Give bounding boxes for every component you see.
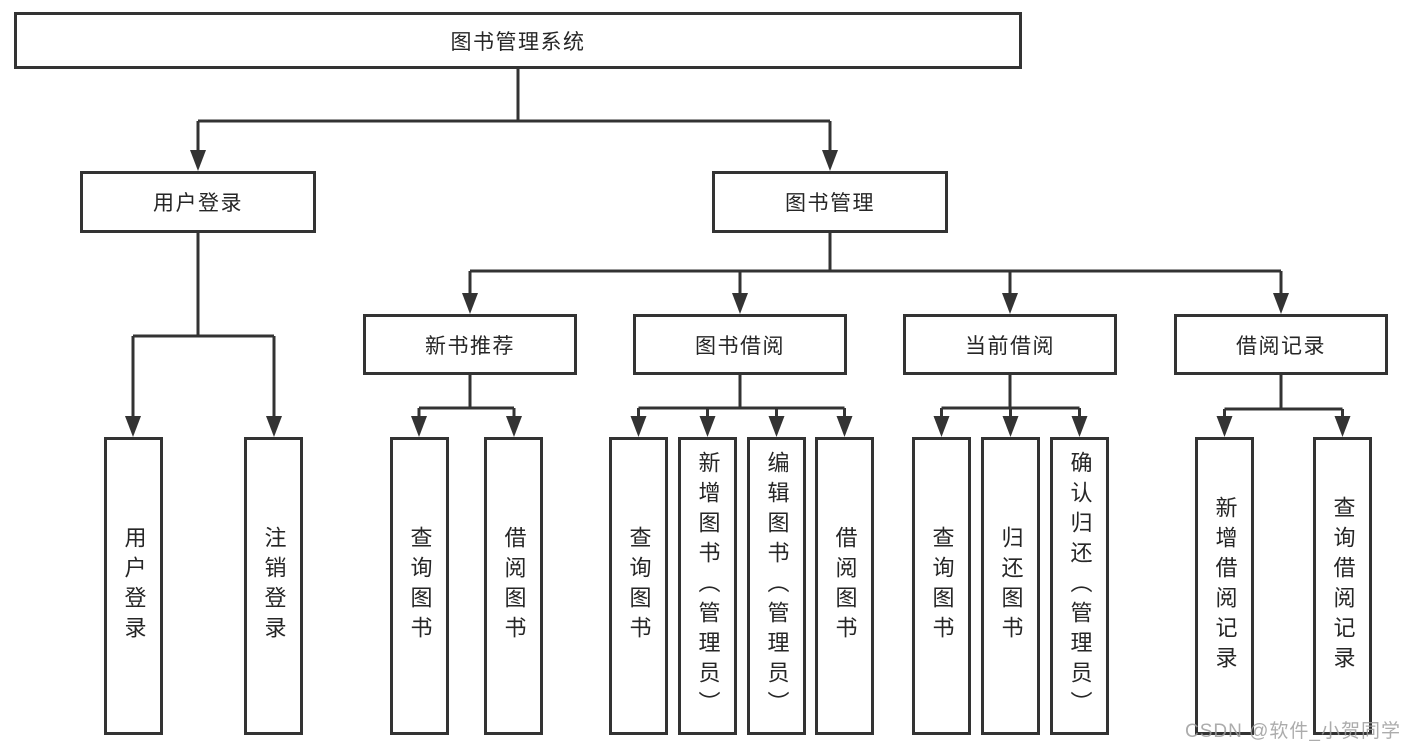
arrow-to-leaf-cb-query bbox=[933, 416, 950, 437]
node-label: 借阅记录 bbox=[1236, 334, 1326, 358]
node-label: 借阅图书 bbox=[832, 526, 858, 646]
node-book-borrowing: 图书借阅 bbox=[633, 314, 847, 375]
arrow-to-leaf-bb-query bbox=[630, 416, 647, 437]
node-root-system: 图书管理系统 bbox=[14, 12, 1022, 69]
node-label: 新增图书（管理员） bbox=[695, 451, 721, 721]
leaf-borrowing-edit-books-admin: 编辑图书（管理员） bbox=[747, 437, 806, 735]
leaf-records-query-borrow-record: 查询借阅记录 bbox=[1313, 437, 1372, 735]
arrow-to-leaf-bb-edit bbox=[768, 416, 785, 437]
node-label: 新书推荐 bbox=[425, 334, 515, 358]
leaf-current-query-books: 查询图书 bbox=[912, 437, 971, 735]
arrow-to-leaf-logout bbox=[266, 416, 282, 437]
node-borrowing-records: 借阅记录 bbox=[1174, 314, 1388, 375]
connector-book-mgmt-to-level3 bbox=[468, 233, 1283, 297]
arrow-to-new-book-rec bbox=[462, 293, 478, 314]
node-label: 借阅图书 bbox=[501, 526, 527, 646]
connector-book-borrow-branch bbox=[637, 375, 846, 420]
node-user-login: 用户登录 bbox=[80, 171, 316, 233]
arrow-to-leaf-bb-add bbox=[699, 416, 716, 437]
arrow-to-leaf-br-add bbox=[1216, 416, 1233, 437]
leaf-current-return-books: 归还图书 bbox=[981, 437, 1040, 735]
connector-current-borrow-branch bbox=[940, 375, 1081, 420]
leaf-current-confirm-return-admin: 确认归还（管理员） bbox=[1050, 437, 1109, 735]
arrow-to-current-borrow bbox=[1002, 293, 1018, 314]
connector-root-to-level2 bbox=[196, 68, 832, 154]
node-label: 查询图书 bbox=[929, 526, 955, 646]
arrow-to-book-borrow bbox=[732, 293, 748, 314]
node-label: 用户登录 bbox=[153, 192, 243, 215]
arrowheads bbox=[125, 150, 1351, 437]
arrow-to-user-login bbox=[190, 150, 206, 171]
node-label: 查询借阅记录 bbox=[1330, 496, 1356, 676]
node-label: 查询图书 bbox=[407, 526, 433, 646]
arrow-to-book-mgmt bbox=[822, 150, 838, 171]
leaf-borrowing-add-books-admin: 新增图书（管理员） bbox=[678, 437, 737, 735]
node-label: 图书管理 bbox=[785, 192, 875, 215]
leaf-records-add-borrow-record: 新增借阅记录 bbox=[1195, 437, 1254, 735]
connector-new-book-rec-branch bbox=[417, 375, 516, 420]
node-label: 图书管理系统 bbox=[450, 30, 586, 54]
leaf-recommend-borrow-books: 借阅图书 bbox=[484, 437, 543, 735]
csdn-watermark: CSDN @软件_小贺同学 bbox=[1185, 721, 1401, 742]
node-label: 图书借阅 bbox=[695, 334, 785, 358]
arrow-to-borrow-records bbox=[1273, 293, 1289, 314]
node-new-book-recommendation: 新书推荐 bbox=[363, 314, 577, 375]
connector-user-login-branch bbox=[131, 233, 276, 420]
arrow-to-leaf-cb-return bbox=[1002, 416, 1019, 437]
leaf-borrowing-borrow-books: 借阅图书 bbox=[815, 437, 874, 735]
node-label: 注销登录 bbox=[261, 526, 287, 646]
arrow-to-leaf-cb-confirm bbox=[1071, 416, 1088, 437]
arrow-to-leaf-rec-borrow bbox=[506, 416, 522, 437]
node-label: 归还图书 bbox=[998, 526, 1024, 646]
arrow-to-leaf-bb-borrow bbox=[836, 416, 853, 437]
node-label: 查询图书 bbox=[626, 526, 652, 646]
node-label: 确认归还（管理员） bbox=[1067, 451, 1093, 721]
arrow-to-leaf-rec-query bbox=[411, 416, 427, 437]
leaf-logout: 注销登录 bbox=[244, 437, 303, 735]
node-label: 当前借阅 bbox=[965, 334, 1055, 358]
connector-borrow-records-branch bbox=[1223, 375, 1344, 420]
arrow-to-leaf-br-query bbox=[1334, 416, 1351, 437]
leaf-user-login: 用户登录 bbox=[104, 437, 163, 735]
leaf-borrowing-query-books: 查询图书 bbox=[609, 437, 668, 735]
leaf-recommend-query-books: 查询图书 bbox=[390, 437, 449, 735]
node-label: 新增借阅记录 bbox=[1212, 496, 1238, 676]
node-label: 编辑图书（管理员） bbox=[764, 451, 790, 721]
node-book-management: 图书管理 bbox=[712, 171, 948, 233]
node-current-borrowing: 当前借阅 bbox=[903, 314, 1117, 375]
arrow-to-leaf-user-login bbox=[125, 416, 141, 437]
node-label: 用户登录 bbox=[121, 526, 147, 646]
